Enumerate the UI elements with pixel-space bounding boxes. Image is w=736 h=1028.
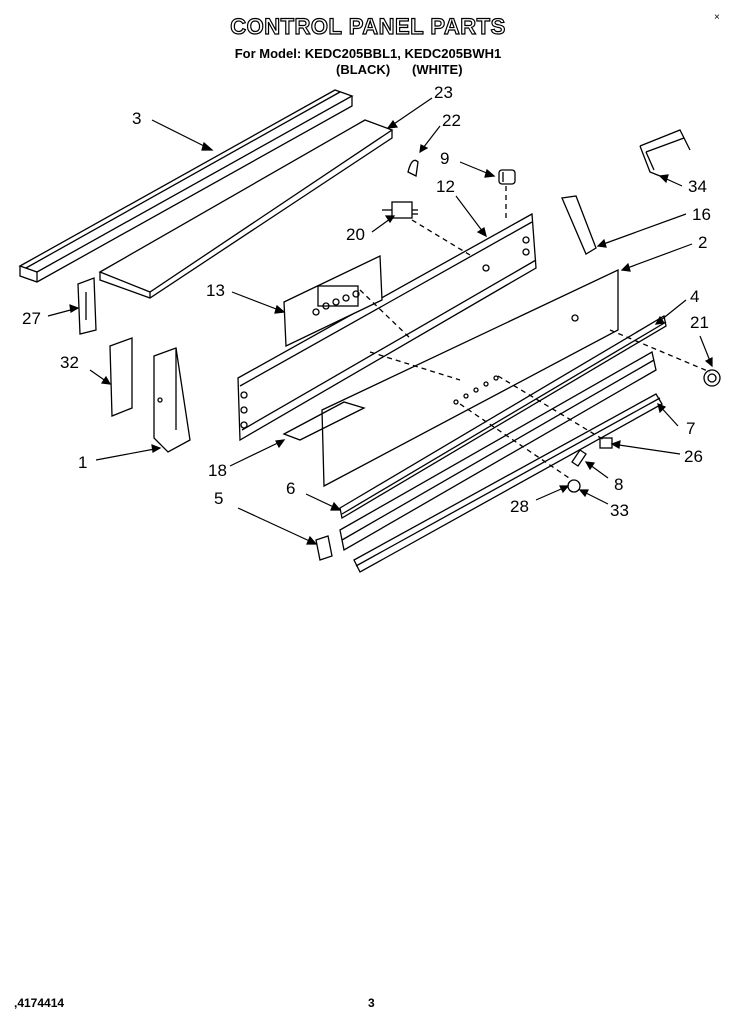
part-7-bottom-channel [353, 393, 663, 573]
callout-4: 4 [690, 287, 699, 306]
part-12-panel-frame [237, 212, 537, 442]
part-34-wire-harness [639, 129, 691, 177]
callout-9: 9 [440, 149, 449, 168]
callout-18: 18 [208, 461, 227, 480]
part-22-clip [407, 159, 419, 177]
callout-2: 2 [698, 233, 707, 252]
callout-labels: 3 23 22 9 12 34 16 20 2 13 4 27 21 32 7 … [22, 83, 711, 520]
page-number: 3 [368, 996, 375, 1010]
callout-27: 27 [22, 309, 41, 328]
callout-3: 3 [132, 109, 141, 128]
callout-32: 32 [60, 353, 79, 372]
callout-34: 34 [688, 177, 707, 196]
part-6-lower-trim [339, 350, 657, 552]
callout-6: 6 [286, 479, 295, 498]
callout-20: 20 [346, 225, 365, 244]
callout-1: 1 [78, 453, 87, 472]
part-3-top-trim [18, 89, 354, 283]
part-1-side-bracket [153, 347, 191, 453]
page-title: CONTROL PANEL PARTS [230, 13, 506, 39]
callout-7: 7 [686, 419, 695, 438]
corner-mark: × [714, 12, 720, 23]
callout-5: 5 [214, 489, 223, 508]
callout-16: 16 [692, 205, 711, 224]
model-line: For Model: KEDC205BBL1, KEDC205BWH1 [234, 46, 502, 61]
color-black-label: (BLACK) [336, 62, 391, 77]
part-4-front-trim [339, 314, 667, 520]
part-21-knob [703, 369, 721, 387]
part-23-top-cover [98, 119, 394, 299]
callout-26: 26 [684, 447, 703, 466]
callout-23: 23 [434, 83, 453, 102]
callout-21: 21 [690, 313, 709, 332]
part-9-knob [498, 169, 516, 185]
callout-33: 33 [610, 501, 629, 520]
guide-lines [359, 186, 711, 481]
part-27-bracket [77, 277, 97, 335]
part-2-overlay [321, 268, 619, 488]
color-white-label: (WHITE) [412, 62, 463, 77]
part-5-end-cap [315, 535, 333, 561]
part-16-bracket [561, 195, 597, 255]
part-13-control-board [283, 254, 383, 348]
callout-28: 28 [510, 497, 529, 516]
part-33-lens [567, 479, 581, 493]
callout-13: 13 [206, 281, 225, 300]
part-20-switch [382, 201, 418, 219]
callout-12: 12 [436, 177, 455, 196]
callout-22: 22 [442, 111, 461, 130]
part-32-side-piece [109, 337, 133, 417]
part-26-spacer [599, 437, 613, 449]
part-18-insulation [282, 401, 366, 441]
part-number: ,4174414 [14, 996, 65, 1010]
part-8-clip [571, 449, 587, 467]
callout-8: 8 [614, 475, 623, 494]
leaders [47, 97, 713, 545]
